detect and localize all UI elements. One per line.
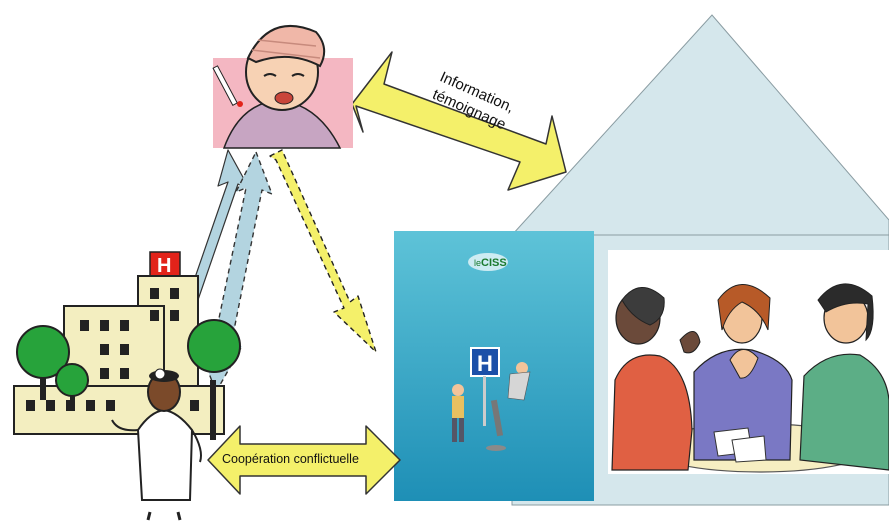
leciss-logo: leCISS [474,257,507,269]
logo-name: CISS [481,257,507,269]
brochure-icon: H [394,231,594,501]
patient-brochure-arrow-dashed [270,150,376,352]
sick-patient-icon [213,26,353,148]
meeting-women-icon [608,250,889,474]
hospital-sign-letter: H [157,255,171,277]
logo-prefix: le [474,258,481,268]
cooperation-arrow-label: Coopération conflictuelle [222,452,359,466]
brochure-sign-letter: H [477,351,493,376]
